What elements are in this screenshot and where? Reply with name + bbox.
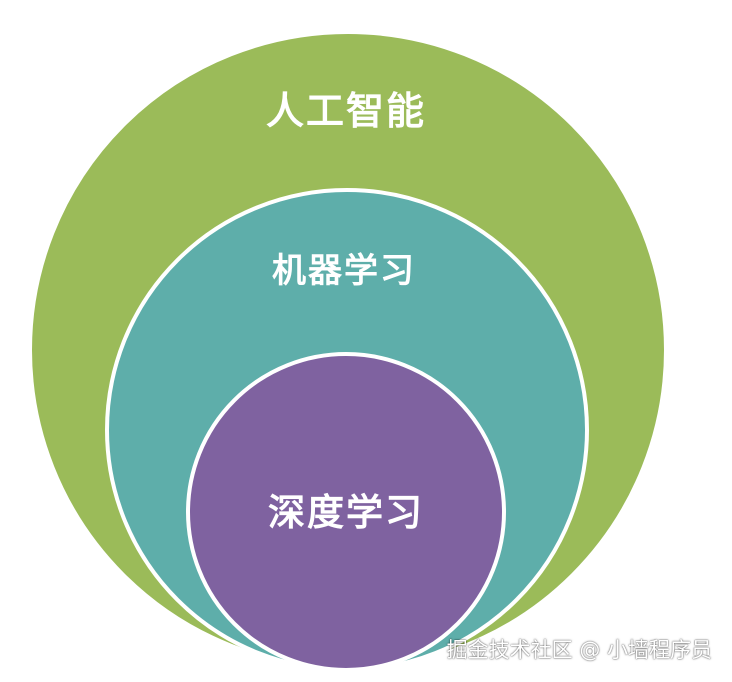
dl-label: 深度学习 bbox=[268, 491, 424, 534]
ai-label: 人工智能 bbox=[266, 89, 426, 133]
watermark: 掘金技术社区 @ 小墙程序员 bbox=[446, 638, 712, 662]
ml-label: 机器学习 bbox=[272, 251, 416, 291]
dl-inner-circle bbox=[186, 352, 506, 672]
